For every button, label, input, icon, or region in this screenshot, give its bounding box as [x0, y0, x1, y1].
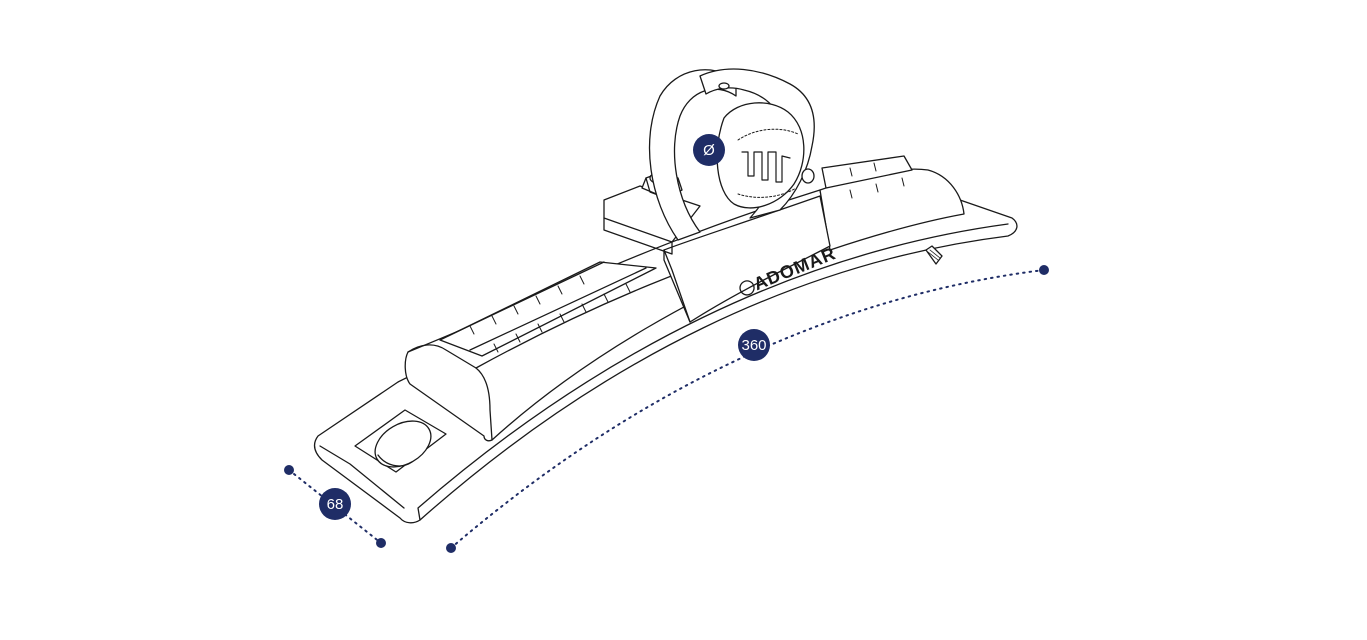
- length-dimension-line: [450, 269, 1045, 549]
- length-dimension-start-dot: [446, 543, 456, 553]
- scale-strip-front: [439, 261, 657, 357]
- clamp-body: [663, 195, 831, 323]
- width-label: 68: [327, 496, 344, 513]
- diameter-label: Ø: [703, 142, 715, 159]
- rubber-insert: [741, 151, 791, 183]
- diameter-badge: Ø: [693, 134, 725, 166]
- pipe-support-illustration: ADOMAR: [313, 68, 1018, 524]
- length-badge: 360: [738, 329, 770, 361]
- width-badge: 68: [319, 488, 351, 520]
- width-dimension-end-dot: [376, 538, 386, 548]
- width-dimension-start-dot: [284, 465, 294, 475]
- threaded-rod: [925, 245, 943, 265]
- dimension-annotations: Ø 360 68: [284, 134, 1049, 553]
- length-label: 360: [741, 337, 766, 354]
- length-dimension-end-dot: [1039, 265, 1049, 275]
